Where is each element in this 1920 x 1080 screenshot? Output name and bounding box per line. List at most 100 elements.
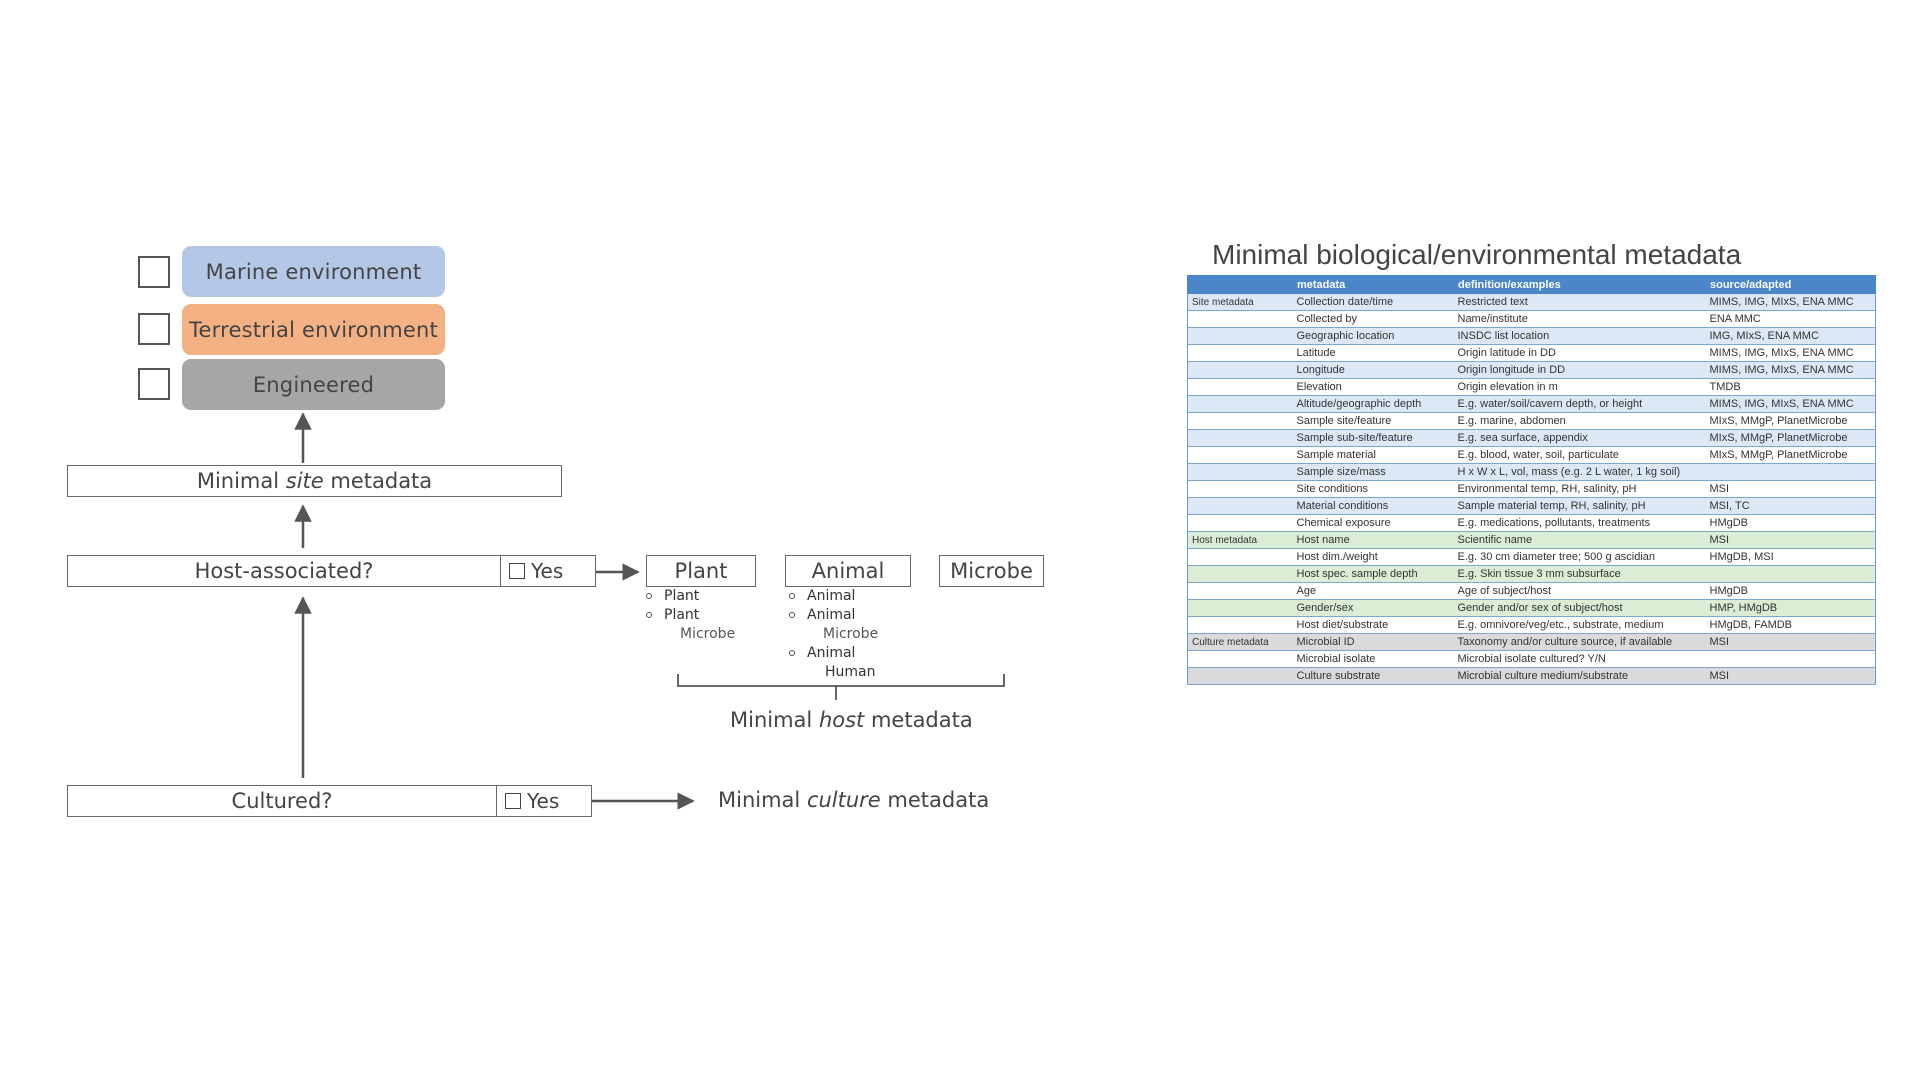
metadata-cell: Chemical exposure	[1292, 514, 1454, 532]
host-yes-label: Yes	[531, 559, 564, 583]
definition-cell: Microbial culture medium/substrate	[1453, 667, 1706, 685]
metadata-cell: Sample sub-site/feature	[1292, 429, 1454, 447]
metadata-cell: Microbial isolate	[1292, 650, 1454, 668]
microbe-box: Microbe	[939, 555, 1044, 587]
site-suffix: metadata	[323, 469, 433, 493]
metadata-cell: Latitude	[1292, 344, 1454, 362]
metadata-cell: Gender/sex	[1292, 599, 1454, 617]
definition-cell: E.g. Skin tissue 3 mm subsurface	[1453, 565, 1706, 583]
metadata-cell: Site conditions	[1292, 480, 1454, 498]
source-cell: MIMS, IMG, MIxS, ENA MMC	[1705, 293, 1876, 311]
definition-cell: E.g. medications, pollutants, treatments	[1453, 514, 1706, 532]
group-label-cell	[1187, 378, 1293, 396]
host-yes-checkbox[interactable]	[509, 563, 525, 579]
terrestrial-checkbox[interactable]	[138, 313, 170, 345]
source-cell: MIMS, IMG, MIxS, ENA MMC	[1705, 344, 1876, 362]
definition-cell: Taxonomy and/or culture source, if avail…	[1453, 633, 1706, 651]
metadata-cell: Longitude	[1292, 361, 1454, 379]
group-label-cell	[1187, 395, 1293, 413]
animal-box: Animal	[785, 555, 911, 587]
source-cell: MIMS, IMG, MIxS, ENA MMC	[1705, 395, 1876, 413]
animal-item-cont: Human	[825, 664, 876, 680]
source-cell: TMDB	[1705, 378, 1876, 396]
group-label-cell	[1187, 650, 1293, 668]
group-label-cell	[1187, 599, 1293, 617]
source-cell: ENA MMC	[1705, 310, 1876, 328]
culture-caption-emph: culture	[806, 788, 881, 812]
definition-cell: Scientific name	[1453, 531, 1706, 549]
source-cell	[1705, 650, 1876, 668]
group-label-cell	[1187, 565, 1293, 583]
definition-cell: E.g. water/soil/cavern depth, or height	[1453, 395, 1706, 413]
metadata-cell: Sample site/feature	[1292, 412, 1454, 430]
engineered-checkbox[interactable]	[138, 368, 170, 400]
source-cell: MIMS, IMG, MIxS, ENA MMC	[1705, 361, 1876, 379]
metadata-cell: Elevation	[1292, 378, 1454, 396]
source-cell: MSI	[1705, 480, 1876, 498]
source-cell	[1705, 463, 1876, 481]
culture-yes-checkbox[interactable]	[505, 793, 521, 809]
marine-environment-box: Marine environment	[182, 246, 445, 297]
source-cell: MSI, TC	[1705, 497, 1876, 515]
definition-cell: Origin elevation in m	[1453, 378, 1706, 396]
host-caption-emph: host	[818, 708, 865, 732]
metadata-cell: Age	[1292, 582, 1454, 600]
host-question-box: Host-associated?	[67, 555, 501, 587]
source-cell: HMgDB, MSI	[1705, 548, 1876, 566]
culture-yes-box[interactable]: Yes	[496, 785, 592, 817]
source-cell: MIxS, MMgP, PlanetMicrobe	[1705, 429, 1876, 447]
metadata-cell: Geographic location	[1292, 327, 1454, 345]
definition-cell: Sample material temp, RH, salinity, pH	[1453, 497, 1706, 515]
source-cell	[1705, 565, 1876, 583]
header-group	[1187, 275, 1293, 294]
group-label-cell	[1187, 446, 1293, 464]
definition-cell: E.g. 30 cm diameter tree; 500 g ascidian	[1453, 548, 1706, 566]
group-label-cell	[1187, 412, 1293, 430]
source-cell: MIxS, MMgP, PlanetMicrobe	[1705, 412, 1876, 430]
definition-cell: Gender and/or sex of subject/host	[1453, 599, 1706, 617]
plant-item: Plant	[642, 587, 782, 606]
metadata-cell: Microbial ID	[1292, 633, 1454, 651]
animal-item: Animal	[785, 606, 935, 625]
marine-checkbox[interactable]	[138, 256, 170, 288]
site-prefix: Minimal	[196, 469, 286, 493]
group-label-cell	[1187, 310, 1293, 328]
site-metadata-box: Minimal site metadata	[67, 465, 562, 497]
definition-cell: E.g. marine, abdomen	[1453, 412, 1706, 430]
group-label-cell	[1187, 497, 1293, 515]
site-emph: site	[285, 469, 324, 493]
table-title: Minimal biological/environmental metadat…	[1212, 239, 1742, 270]
definition-cell: E.g. omnivore/veg/etc., substrate, mediu…	[1453, 616, 1706, 634]
source-cell: MSI	[1705, 633, 1876, 651]
source-cell: IMG, MIxS, ENA MMC	[1705, 327, 1876, 345]
metadata-cell: Host name	[1292, 531, 1454, 549]
engineered-environment-box: Engineered	[182, 359, 445, 410]
animal-item: Animal	[785, 587, 935, 606]
group-label-cell: Culture metadata	[1187, 633, 1293, 651]
metadata-cell: Culture substrate	[1292, 667, 1454, 685]
definition-cell: Environmental temp, RH, salinity, pH	[1453, 480, 1706, 498]
host-yes-box[interactable]: Yes	[500, 555, 596, 587]
terrestrial-environment-box: Terrestrial environment	[182, 304, 445, 355]
metadata-cell: Host diet/substrate	[1292, 616, 1454, 634]
group-label-cell	[1187, 344, 1293, 362]
metadata-cell: Host dim./weight	[1292, 548, 1454, 566]
header-definition: definition/examples	[1453, 275, 1706, 294]
source-cell: MSI	[1705, 531, 1876, 549]
definition-cell: H x W x L, vol, mass (e.g. 2 L water, 1 …	[1453, 463, 1706, 481]
host-caption-prefix: Minimal	[730, 708, 819, 732]
group-label-cell	[1187, 480, 1293, 498]
